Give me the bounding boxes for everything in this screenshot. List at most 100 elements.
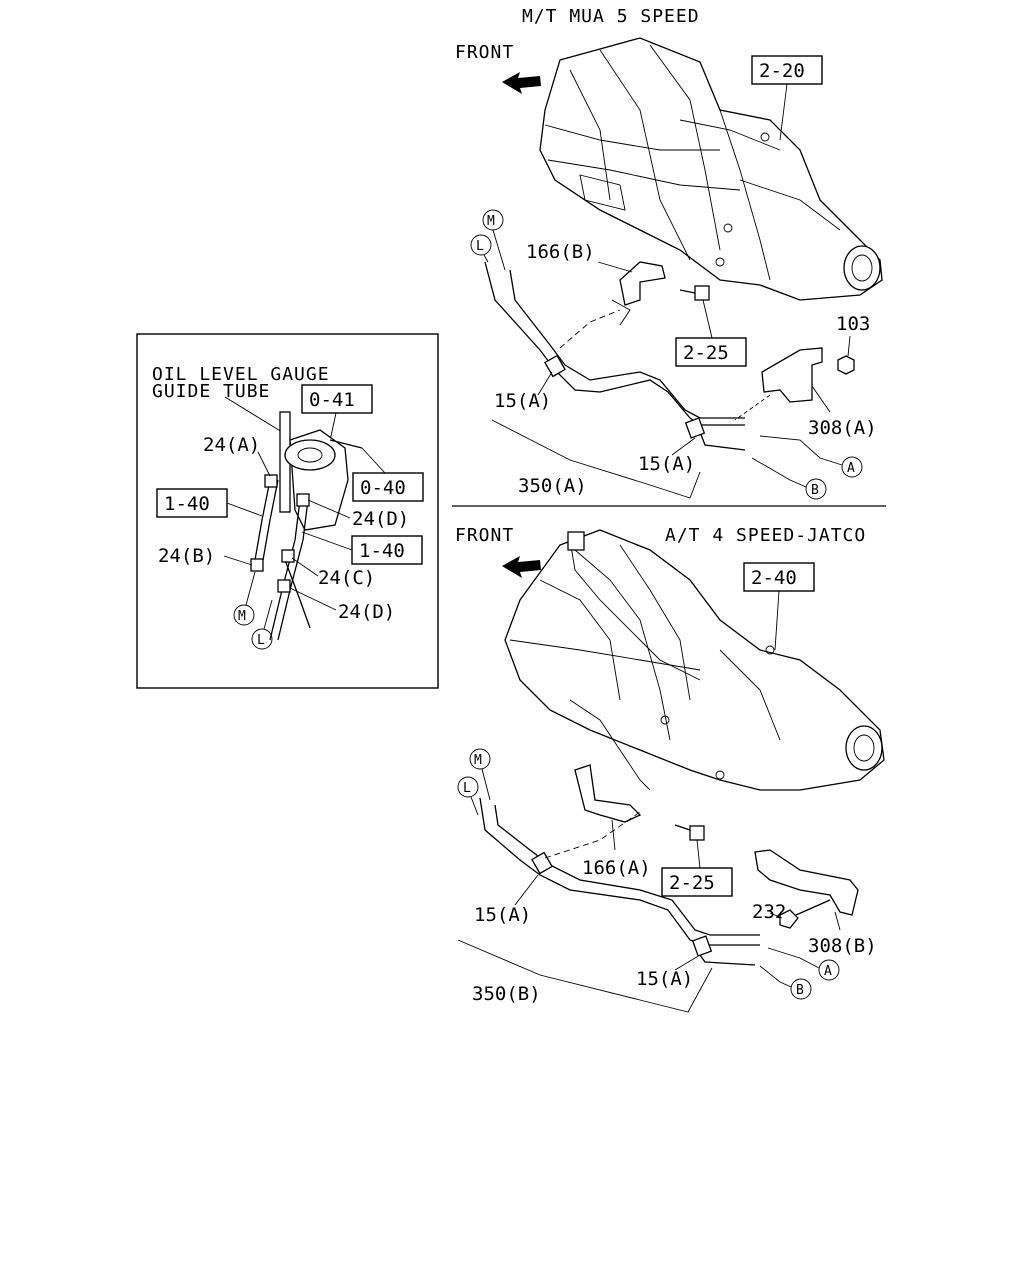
leader-24b: [223, 555, 253, 566]
ref-1-40-left-label: 1-40: [164, 493, 210, 515]
ref-1-40-right-label: 1-40: [359, 540, 405, 562]
nut-icon: [837, 355, 855, 375]
svg-text:A: A: [824, 964, 832, 979]
ref-box-0-41[interactable]: 0-41: [301, 384, 373, 414]
svg-text:L: L: [257, 633, 265, 648]
marker-m-bottom: M: [469, 748, 491, 801]
ref-0-40-label: 0-40: [360, 477, 406, 499]
leader-heading: [224, 396, 283, 433]
bracket-308b: [754, 849, 859, 916]
ref-2-40-label: 2-40: [751, 567, 797, 589]
leader-2-40: [774, 590, 780, 651]
ref-box-2-25-top[interactable]: 2-25: [675, 337, 747, 367]
ref-2-20-label: 2-20: [759, 60, 805, 82]
svg-text:L: L: [476, 239, 484, 254]
svg-text:M: M: [487, 214, 495, 229]
leader-24d-lower: [289, 587, 337, 611]
leader-15a-bottom-1: [514, 874, 539, 906]
cooler-pipe-assembly-350a: [484, 261, 746, 451]
label-24b: 24(B): [158, 545, 215, 567]
label-350a: 350(A): [518, 475, 587, 497]
leader-232: [769, 912, 783, 919]
front-arrow-icon: [502, 556, 541, 578]
inset-heading-2: GUIDE TUBE: [152, 381, 270, 402]
manual-transmission-housing: [539, 37, 883, 301]
ref-box-2-40[interactable]: 2-40: [743, 562, 815, 592]
svg-text:M: M: [238, 609, 246, 624]
leader-24a: [257, 451, 271, 477]
ref-0-41-label: 0-41: [309, 389, 355, 411]
label-24d-upper: 24(D): [352, 508, 409, 530]
ref-box-2-20[interactable]: 2-20: [751, 55, 823, 85]
label-15a-top-2: 15(A): [638, 453, 695, 475]
marker-l-top: L: [470, 234, 492, 263]
leader-0-40: [361, 447, 386, 474]
marker-l-inset: L: [251, 599, 273, 650]
label-15a-bottom-1: 15(A): [474, 904, 531, 926]
marker-b-bottom: B: [759, 965, 812, 1000]
ref-box-2-25-bottom[interactable]: 2-25: [661, 867, 733, 897]
label-350b: 350(B): [472, 983, 541, 1005]
front-arrow-icon: [502, 72, 541, 94]
label-24a: 24(A): [203, 434, 260, 456]
leader-2-25-top: [702, 299, 713, 339]
marker-a-bottom: A: [767, 947, 840, 981]
label-15a-top-1: 15(A): [494, 390, 551, 412]
leader-24c: [291, 557, 319, 577]
bolt-icon: [779, 899, 831, 929]
marker-m-inset: M: [233, 571, 256, 626]
label-166a: 166(A): [582, 857, 651, 879]
leader-308a: [811, 385, 831, 413]
label-24c: 24(C): [318, 567, 375, 589]
marker-b-top: B: [751, 457, 827, 500]
svg-text:L: L: [463, 781, 471, 796]
leader-103: [847, 335, 851, 357]
cooler-pipe-assembly-350b: [479, 797, 760, 966]
ref-2-25-bottom-label: 2-25: [669, 872, 715, 894]
label-103: 103: [836, 313, 870, 335]
svg-text:A: A: [847, 461, 855, 476]
label-166b: 166(B): [526, 241, 595, 263]
marker-m-top: M: [482, 209, 506, 271]
bracket-166b: [611, 261, 666, 326]
leader-2-20: [779, 83, 788, 141]
leader-2-25-bottom: [696, 839, 701, 869]
svg-text:B: B: [796, 983, 804, 998]
ref-box-0-40[interactable]: 0-40: [352, 472, 424, 502]
guide-tube-assembly: [250, 411, 363, 641]
bracket-308a: [761, 347, 823, 403]
leader-15a-top-1: [537, 371, 553, 396]
leader-350a: [491, 419, 701, 499]
label-232: 232: [752, 901, 786, 923]
front-label-bottom: FRONT: [455, 525, 514, 546]
leader-166b: [597, 261, 633, 273]
ref-2-25-top-label: 2-25: [683, 342, 729, 364]
svg-text:B: B: [811, 483, 819, 498]
front-label-top: FRONT: [455, 42, 514, 63]
label-308b: 308(B): [808, 935, 877, 957]
marker-l-bottom: L: [457, 776, 479, 816]
automatic-transmission-housing: [504, 529, 885, 791]
leader-1-40-right: [301, 531, 353, 551]
leader-308b: [834, 911, 841, 931]
manual-transmission-title: M/T MUA 5 SPEED: [522, 6, 700, 27]
ref-box-1-40-left[interactable]: 1-40: [156, 488, 228, 518]
ref-box-1-40-right[interactable]: 1-40: [351, 535, 423, 565]
leader-166a: [611, 819, 616, 851]
bracket-166a: [574, 764, 642, 823]
label-308a: 308(A): [808, 417, 877, 439]
svg-text:M: M: [474, 753, 482, 768]
leader-15a-top-2: [671, 437, 696, 456]
label-24d-lower: 24(D): [338, 601, 395, 623]
inset-heading-1: OIL LEVEL GAUGE: [152, 364, 330, 385]
leader-1-40-left: [226, 502, 263, 517]
leader-350b: [457, 939, 713, 1013]
automatic-transmission-title: A/T 4 SPEED-JATCO: [665, 525, 866, 546]
marker-a-top: A: [759, 435, 863, 478]
bolt-icon: [679, 285, 710, 301]
leader-15a-bottom-2: [674, 954, 701, 971]
bolt-icon: [674, 824, 705, 841]
label-15a-bottom-2: 15(A): [636, 968, 693, 990]
leader-24d-upper: [307, 499, 351, 519]
